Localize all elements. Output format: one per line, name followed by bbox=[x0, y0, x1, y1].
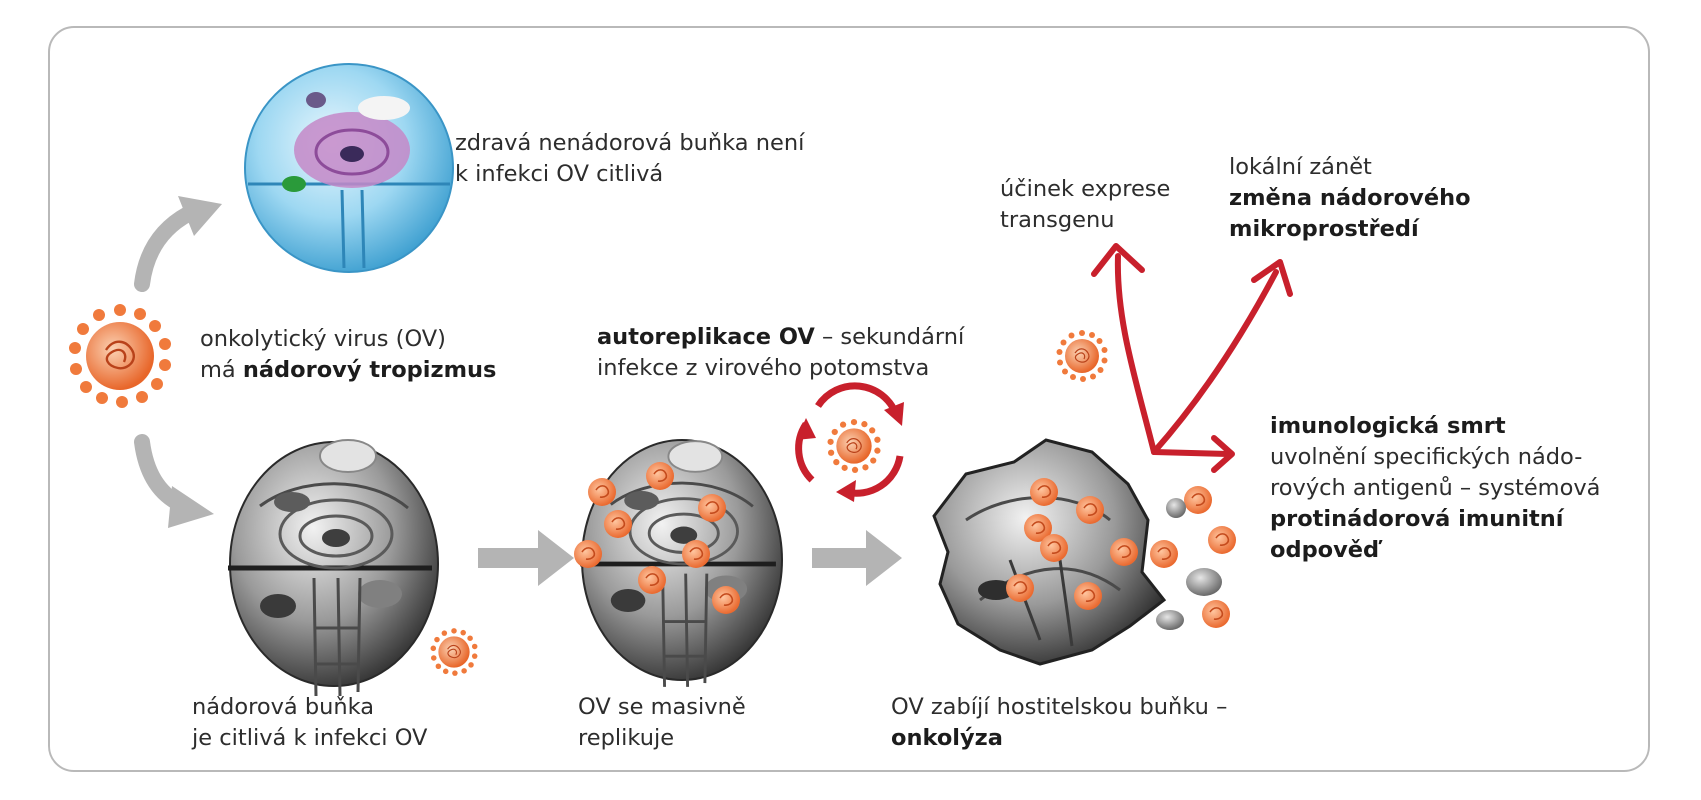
arrow-down-head-icon bbox=[168, 486, 214, 528]
tumor-cell-line2: je citlivá k infekci OV bbox=[192, 725, 428, 751]
oncolysis-label: OV zabíjí hostitelskou buňku – onkolýza bbox=[891, 692, 1227, 754]
arrow-up-head-icon bbox=[178, 196, 222, 236]
lysed-cell-illustration bbox=[932, 438, 1237, 666]
transgene-line2: transgenu bbox=[1000, 207, 1115, 233]
oncolysis-line1: OV zabíjí hostitelskou buňku – bbox=[891, 694, 1228, 720]
healthy-cell-line2: k infekci OV citlivá bbox=[455, 161, 664, 187]
tumor-cell-label: nádorová buňka je citlivá k infekci OV bbox=[192, 692, 427, 754]
tumor-cell-line1: nádorová buňka bbox=[192, 694, 375, 720]
oncolytic-virus-line2: má nádorový tropizmus bbox=[200, 355, 496, 386]
autoreplication-label: autoreplikace OV – sekundární infekce z … bbox=[597, 322, 964, 384]
arrow-right-2-icon bbox=[812, 530, 902, 586]
immunologic-death-title: imunologická smrt bbox=[1270, 413, 1506, 439]
tumor-cell-illustration bbox=[228, 440, 479, 696]
oncolytic-virus-line1: onkolytický virus (OV) bbox=[200, 326, 446, 352]
immunologic-death-label: imunologická smrt uvolnění specifických … bbox=[1270, 411, 1600, 566]
immune-effect-arrows bbox=[1091, 243, 1293, 473]
replication-line2: replikuje bbox=[578, 725, 675, 751]
oncolytic-virus-label: onkolytický virus (OV) má nádorový tropi… bbox=[200, 324, 496, 386]
local-inflammation-line3: mikroprostředí bbox=[1229, 216, 1419, 242]
immunologic-death-line2: uvolnění specifických nádo- bbox=[1270, 444, 1583, 470]
floating-virus-icon bbox=[1055, 329, 1109, 383]
replicating-cell-illustration bbox=[573, 440, 783, 687]
flow-arrows bbox=[134, 196, 902, 586]
autoreplication-rest: – sekundární bbox=[814, 324, 965, 350]
oncolytic-virus-tropism: nádorový tropizmus bbox=[242, 357, 497, 383]
healthy-cell-label: zdravá nenádorová buňka není k infekci O… bbox=[455, 128, 804, 190]
replication-label: OV se masivně replikuje bbox=[578, 692, 746, 754]
healthy-cell-line1: zdravá nenádorová buňka není bbox=[455, 130, 805, 156]
local-inflammation-line2: změna nádorového bbox=[1229, 185, 1471, 211]
autoreplication-line2: infekce z virového potomstva bbox=[597, 355, 930, 381]
immunologic-death-line5: odpověď bbox=[1270, 537, 1380, 563]
autoreplication-line1: autoreplikace OV – sekundární bbox=[597, 322, 964, 353]
oncolytic-virus-icon bbox=[67, 302, 173, 410]
transgene-line1: účinek exprese bbox=[1000, 176, 1171, 202]
arrow-up-icon bbox=[134, 206, 196, 292]
arrow-right-1-icon bbox=[478, 530, 574, 586]
replication-line1: OV se masivně bbox=[578, 694, 746, 720]
healthy-cell-illustration bbox=[244, 63, 454, 273]
autoreplication-cycle-icon bbox=[795, 382, 904, 502]
autoreplication-bold: autoreplikace OV bbox=[597, 324, 815, 350]
transgene-label: účinek exprese transgenu bbox=[1000, 174, 1170, 236]
immunologic-death-line4: protinádorová imunitní bbox=[1270, 506, 1564, 532]
immunologic-death-line3: rových antigenů – systémová bbox=[1270, 475, 1601, 501]
local-inflammation-label: lokální zánět změna nádorového mikropros… bbox=[1229, 152, 1471, 245]
oncolytic-virus-line2-pre: má bbox=[200, 357, 243, 383]
oncolysis-line2: onkolýza bbox=[891, 725, 1003, 751]
local-inflammation-line1: lokální zánět bbox=[1229, 154, 1372, 180]
